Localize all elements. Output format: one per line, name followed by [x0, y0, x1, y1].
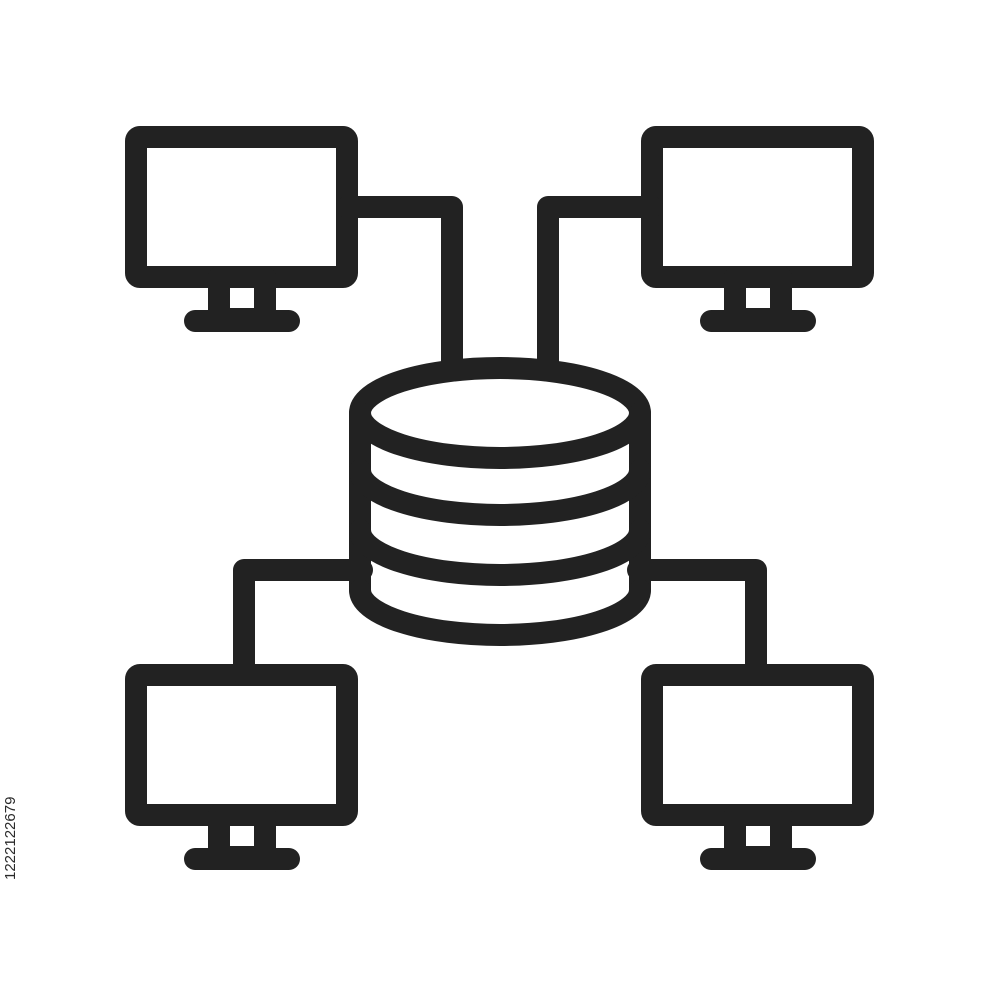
monitor-bottom-right-icon: [641, 664, 874, 870]
monitor-bottom-left-icon: [125, 664, 358, 870]
monitor-top-left-icon: [125, 126, 358, 332]
database-cylinder-icon: [349, 357, 651, 646]
stock-id-label: 1222122679: [2, 796, 19, 880]
network-connectors: [233, 196, 767, 686]
monitor-top-right-icon: [641, 126, 874, 332]
